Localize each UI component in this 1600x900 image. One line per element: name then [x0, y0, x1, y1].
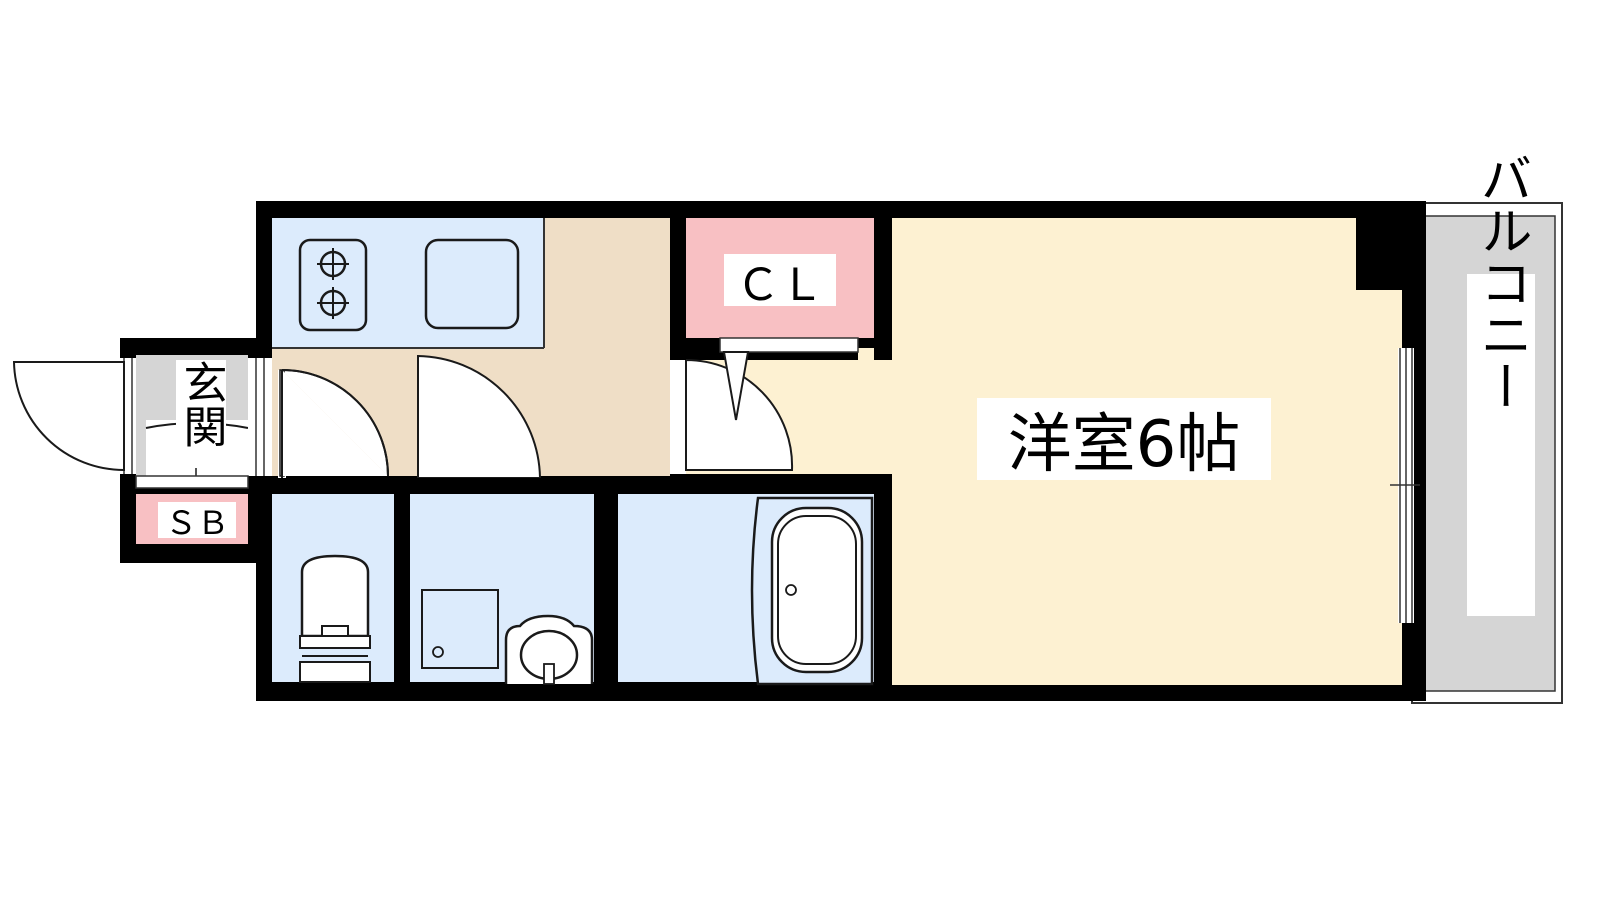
toilet-room	[272, 494, 394, 683]
balcony-label: バルコニー	[1471, 152, 1531, 412]
entry-door-swing	[12, 358, 136, 474]
toilet-door-swing	[278, 369, 389, 478]
western-room: 洋室6帖	[680, 218, 1402, 685]
washroom-door-swing	[417, 354, 542, 479]
washing-machine-pan-icon	[421, 589, 499, 669]
kitchen-counter	[272, 218, 545, 349]
entrance: 玄関	[135, 355, 272, 489]
two-burner-stove-icon	[298, 238, 368, 332]
closet: ＣＬ	[686, 218, 874, 353]
western-room-label: 洋室6帖	[1008, 408, 1241, 482]
toilet-icon	[299, 554, 371, 683]
bathtub-icon	[750, 496, 874, 686]
shoe-box: ＳＢ	[136, 494, 248, 544]
kitchen-sink-icon	[424, 238, 520, 330]
balcony-window	[1390, 348, 1420, 623]
shoe-box-label: ＳＢ	[165, 504, 229, 542]
balcony: バルコニー	[1411, 152, 1563, 704]
washroom	[410, 494, 681, 685]
entrance-label: 玄関	[176, 360, 227, 448]
washbasin-icon	[504, 614, 594, 685]
closet-label: ＣＬ	[736, 260, 824, 311]
bathroom	[618, 494, 876, 686]
room-door-swing	[670, 351, 794, 474]
interior-walls	[256, 218, 892, 684]
